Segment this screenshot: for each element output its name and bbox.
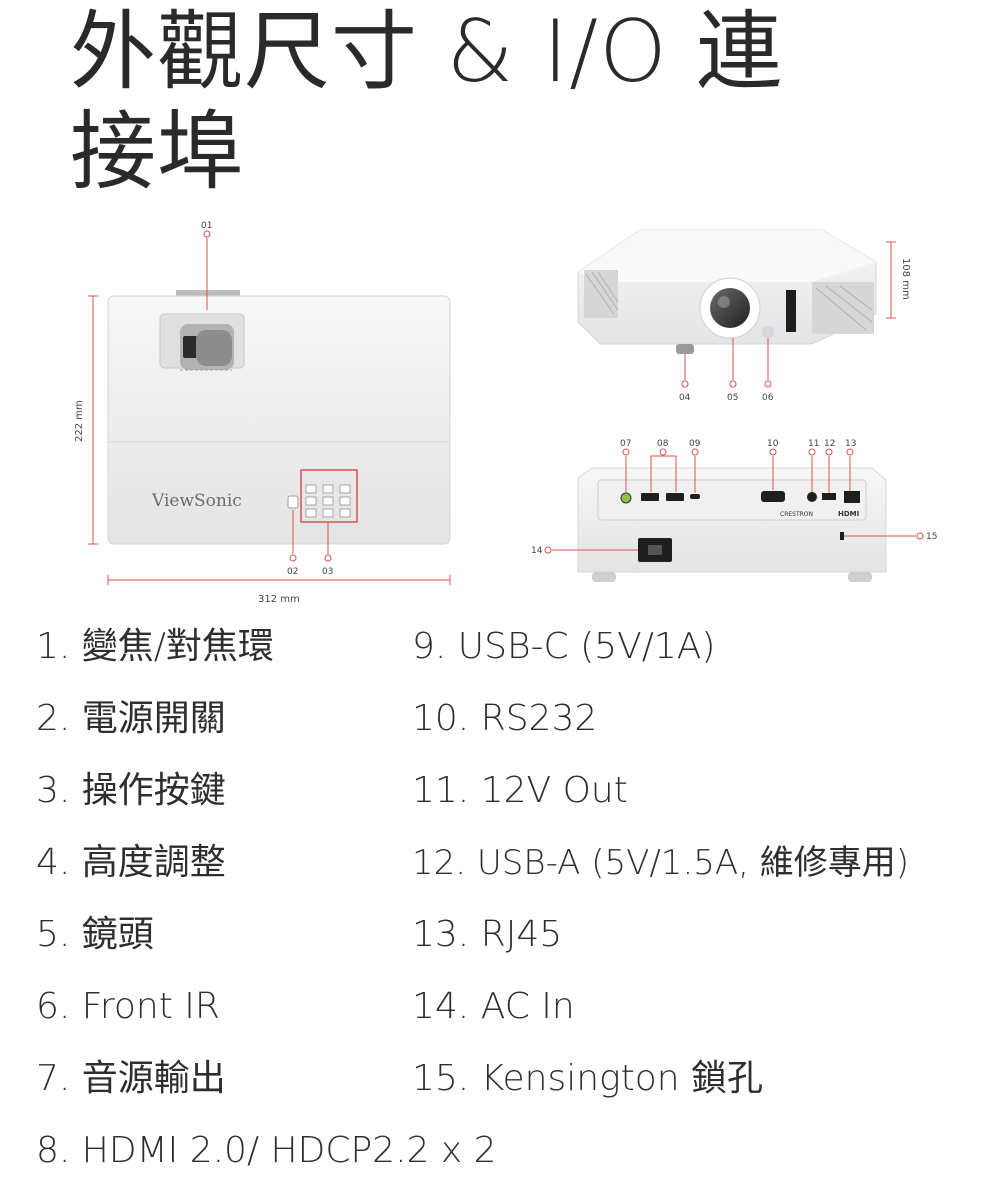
marker-08 [659,448,667,456]
marker-label-07: 07 [620,439,631,449]
zoom-lever [183,336,197,358]
keypad-key [305,496,317,506]
legend-item-14: 14. AC In [412,986,575,1027]
focus-dial [196,330,232,366]
projector-diagram: ViewSonic 222 mm [0,210,1000,615]
audio-out-port [620,492,632,504]
marker-15 [916,532,924,540]
projector-top-surface [578,230,876,282]
usb-c-port [690,494,700,499]
brand-logo: ViewSonic [151,491,242,511]
marker-11 [808,448,816,456]
keypad-key [339,484,351,494]
marker-label-11: 11 [808,439,819,449]
side-vent-right [812,282,874,334]
marker-04 [681,380,689,388]
keypad-key [305,508,317,518]
keypad-key [322,508,334,518]
front-ir-sensor [762,326,774,338]
rear-foot-right [848,572,872,582]
depth-label: 222 mm [74,400,85,442]
marker-label-06: 06 [762,393,774,403]
dc-12v-out-port [807,492,817,502]
ac-in-pins [648,545,662,555]
leader-08 [650,455,677,492]
marker-label-08: 08 [657,439,669,449]
height-adjust-foot [676,344,694,354]
power-switch [287,495,299,509]
marker-label-12: 12 [824,439,835,449]
width-label: 312 mm [258,594,300,605]
marker-01 [203,230,211,238]
page-title: 外觀尺寸 & I/O 連 接埠 [70,2,870,202]
marker-label-05: 05 [727,393,738,403]
marker-10 [769,448,777,456]
marker-label-14: 14 [531,546,543,556]
marker-12 [825,448,833,456]
marker-label-01: 01 [201,221,212,231]
title-line-2: 接埠 [70,102,244,202]
keypad-key [339,508,351,518]
rear-foot-left [592,572,616,582]
marker-label-09: 09 [689,439,701,449]
rs232-port [761,491,785,502]
legend-item-1: 1. 變焦/對焦環 [36,626,274,667]
marker-label-02: 02 [287,567,298,577]
top-rear-bar [176,290,240,300]
lens [710,288,750,328]
marker-label-13: 13 [845,439,856,449]
marker-label-03: 03 [322,567,333,577]
io-panel [597,479,867,521]
marker-label-15: 15 [926,532,937,542]
legend-item-10: 10. RS232 [412,698,598,739]
legend-item-2: 2. 電源開關 [36,698,226,739]
legend-item-7: 7. 音源輸出 [36,1058,226,1099]
title-line-1: 外觀尺寸 & I/O 連 [70,2,784,102]
lens-highlight [718,296,730,308]
marker-label-04: 04 [679,393,691,403]
legend-item-11: 11. 12V Out [412,770,628,811]
marker-06 [764,380,772,388]
marker-13 [846,448,854,456]
legend-item-4: 4. 高度調整 [36,842,226,883]
keypad-key [322,484,334,494]
marker-02 [289,554,297,562]
legend-item-3: 3. 操作按鍵 [36,770,226,811]
hdmi-port-1 [641,493,659,501]
hdmi-mark: HDMI [838,510,859,518]
marker-14 [544,546,552,554]
marker-label-10: 10 [767,439,779,449]
usb-a-port [822,493,836,500]
keypad-key [322,496,334,506]
height-label: 108 mm [900,258,911,300]
legend-item-12: 12. USB-A (5V/1.5A, 維修專用) [412,843,910,883]
legend-item-5: 5. 鏡頭 [36,914,154,955]
kensington-slot [840,532,844,540]
legend-item-13: 13. RJ45 [412,914,563,955]
crestron-mark: CRESTRON [780,511,813,518]
marker-03 [324,554,332,562]
marker-05 [729,380,737,388]
keypad-highlight [300,469,358,523]
projector-illustration: ViewSonic 222 mm [74,221,937,605]
marker-07 [622,448,630,456]
top-view: ViewSonic 222 mm [74,221,451,605]
legend-item-8: 8. HDMI 2.0/ HDCP2.2 x 2 [36,1130,497,1171]
keypad-key [305,484,317,494]
rj45-port [844,491,860,503]
legend-item-9: 9. USB-C (5V/1A) [412,626,716,667]
keypad [300,469,358,523]
keypad-key [339,496,351,506]
legend-item-15: 15. Kensington 鎖孔 [412,1058,764,1099]
rear-io-view: CRESTRON HDMI 07 08 09 [531,439,937,582]
front-perspective-view: 108 mm 04 05 06 [577,229,911,403]
side-panel-dark [786,290,796,332]
hdmi-port-2 [666,493,684,501]
legend-item-6: 6. Front IR [36,986,220,1027]
side-vent-left [584,270,619,318]
marker-09 [691,448,699,456]
